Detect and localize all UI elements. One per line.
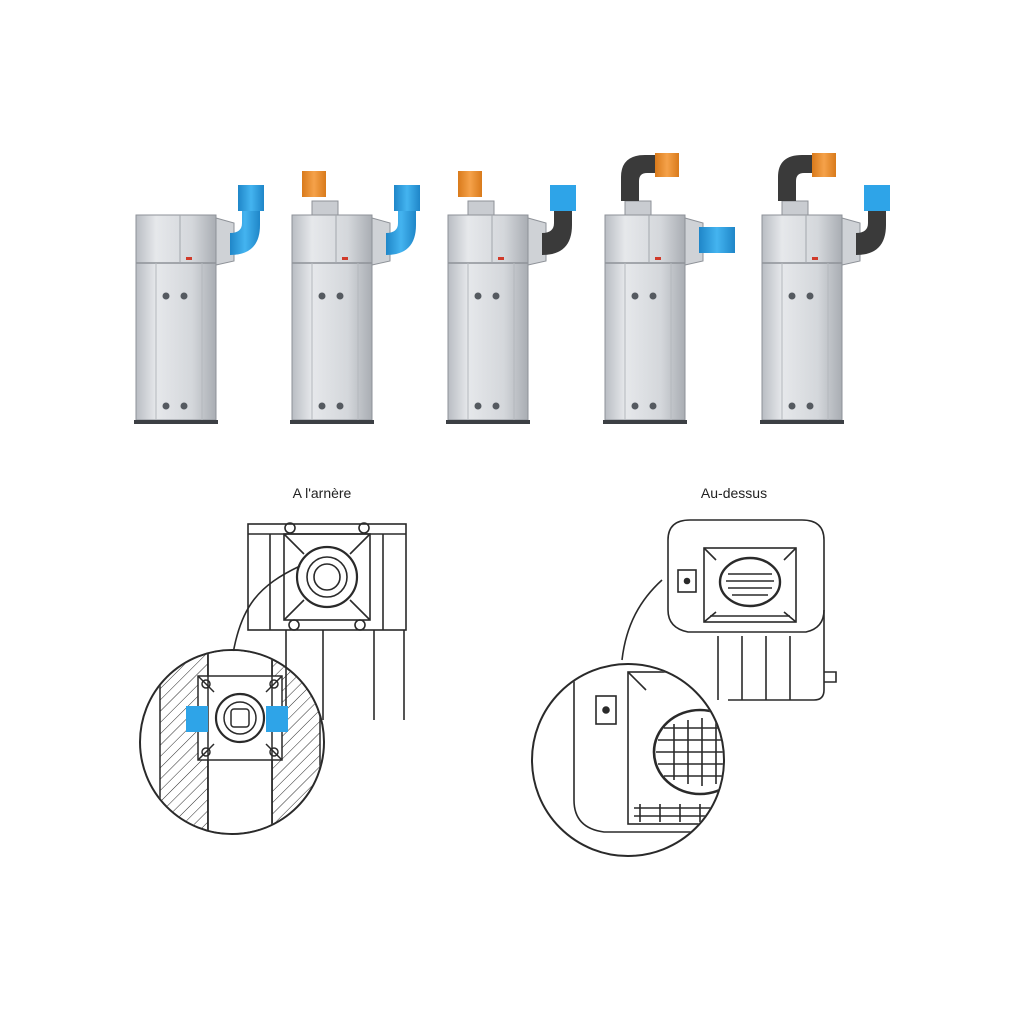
water-heater-unit-1 (134, 185, 264, 424)
side-pipe-cap (238, 185, 264, 211)
water-heater-unit-2 (290, 171, 420, 424)
top-bracket (677, 569, 697, 593)
mounting-bolt (649, 402, 657, 410)
top-pipe-black-bend (621, 155, 661, 201)
mounting-bolt (474, 292, 482, 300)
heater-base (760, 420, 844, 424)
indicator-light (498, 257, 504, 260)
heater-base (603, 420, 687, 424)
heater-base (446, 420, 530, 424)
rear-magnifier-circle (139, 649, 325, 835)
top-collar (467, 200, 495, 216)
top-pipe-orange (302, 171, 326, 197)
top-pipe-orange-cap (655, 153, 679, 177)
top-label: Au-dessus (701, 485, 767, 501)
water-heater-unit-5 (760, 153, 890, 424)
mounting-bolt (180, 292, 188, 300)
mounting-bolt (336, 292, 344, 300)
rear-housing (247, 523, 407, 631)
units-row (134, 153, 890, 424)
top-collar (311, 200, 339, 216)
top-housing (667, 519, 825, 701)
rear-detail-diagram (139, 522, 407, 835)
side-pipe-cap (550, 185, 576, 211)
mounting-bolt (162, 402, 170, 410)
heater-body (604, 214, 686, 421)
heater-body (447, 214, 529, 421)
top-pipe-orange-cap (812, 153, 836, 177)
top-outlet-box (703, 547, 797, 623)
mounting-bolt (649, 292, 657, 300)
heater-body (291, 214, 373, 421)
top-detail-diagram (531, 519, 837, 857)
top-collar (781, 200, 809, 216)
top-pipe-black-bend (778, 155, 818, 201)
side-pipe-cap (864, 185, 890, 211)
mounting-bolt (180, 402, 188, 410)
rear-flange (283, 533, 371, 621)
top-magnified-view (573, 665, 723, 833)
mounting-bolt (162, 292, 170, 300)
rear-outlet-ring (295, 545, 359, 609)
rear-seal-left (186, 706, 208, 732)
mounting-bolt (492, 402, 500, 410)
top-magnifier-circle (531, 663, 725, 857)
mounting-bolt (631, 292, 639, 300)
heater-base (134, 420, 218, 424)
indicator-light (342, 257, 348, 260)
indicator-light (186, 257, 192, 260)
indicator-light (655, 257, 661, 260)
mounting-bolt (788, 292, 796, 300)
water-heater-unit-3 (446, 171, 576, 424)
rear-label: A l'arnère (293, 485, 352, 501)
mounting-bolt (318, 402, 326, 410)
rear-seal-right (266, 706, 288, 732)
top-collar (624, 200, 652, 216)
mounting-bolt (806, 292, 814, 300)
mounting-bolt (318, 292, 326, 300)
mounting-bolt (474, 402, 482, 410)
side-pipe-cap (394, 185, 420, 211)
rear-magnified-view (159, 651, 321, 833)
top-pipe-orange (458, 171, 482, 197)
heater-base (290, 420, 374, 424)
mounting-bolt (631, 402, 639, 410)
heater-body (135, 214, 217, 421)
indicator-light (812, 257, 818, 260)
water-heater-unit-4 (603, 153, 735, 424)
mounting-bolt (788, 402, 796, 410)
mounting-bolt (492, 292, 500, 300)
mounting-bolt (806, 402, 814, 410)
heater-body (761, 214, 843, 421)
side-pipe-straight (699, 227, 735, 253)
mounting-bolt (336, 402, 344, 410)
